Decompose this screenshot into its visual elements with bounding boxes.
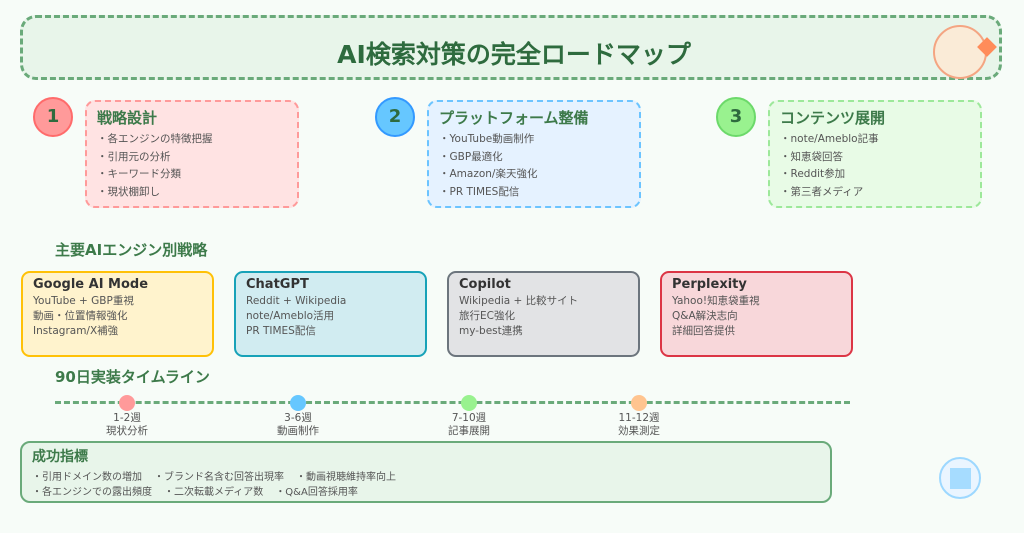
engine-card: ChatGPT Reddit + Wikipedia note/Ameblo活用 PR… [234, 271, 427, 357]
engine-strategy: Reddit + Wikipedia [246, 295, 347, 307]
engine-strategy: Wikipedia + 比較サイト [459, 295, 579, 307]
step-item: ・note/Ameblo記事 [780, 133, 879, 145]
timeline-task: 効果測定 [618, 425, 660, 437]
engine-name: Perplexity [672, 277, 747, 292]
timeline-dot [631, 395, 647, 411]
step-heading: プラットフォーム整備 [439, 109, 589, 127]
step-item: ・知恵袋回答 [780, 150, 843, 163]
success-metrics-box: 成功指標 ・引用ドメイン数の増加・ブランド名含む回答出現率・動画視聴維持率向上 … [20, 441, 832, 503]
step-heading: 戦略設計 [97, 109, 158, 127]
timeline-dot [461, 395, 477, 411]
timeline-weeks: 1-2週 [113, 412, 141, 424]
timeline-label: 3-6週動画制作 [253, 412, 343, 438]
engines-heading: 主要AIエンジン別戦略 [55, 241, 208, 259]
timeline-heading: 90日実装タイムライン [55, 368, 210, 386]
timeline-dot [119, 395, 135, 411]
step-number-badge: 1 [33, 97, 73, 137]
timeline-weeks: 3-6週 [284, 412, 312, 424]
decorative-circle-icon [939, 457, 981, 499]
step-box: 戦略設計・各エンジンの特徴把握・引用元の分析・キーワード分類・現状棚卸し [85, 100, 299, 208]
step-item: ・YouTube動画制作 [439, 133, 535, 145]
step-number-badge: 3 [716, 97, 756, 137]
timeline-label: 11-12週効果測定 [594, 412, 684, 438]
timeline-task: 記事展開 [448, 425, 490, 437]
success-heading: 成功指標 [32, 449, 88, 465]
engine-strategy: 詳細回答提供 [672, 325, 735, 337]
timeline-label: 7-10週記事展開 [424, 412, 514, 438]
step-number-badge: 2 [375, 97, 415, 137]
step-item: ・キーワード分類 [97, 168, 181, 180]
metric: ・引用ドメイン数の増加 [32, 472, 142, 483]
engine-name: Google AI Mode [33, 277, 149, 292]
step-item: ・現状棚卸し [97, 185, 160, 198]
engine-strategy: YouTube + GBP重視 [33, 295, 134, 307]
timeline-dot [290, 395, 306, 411]
engine-name: ChatGPT [246, 277, 309, 292]
timeline-weeks: 11-12週 [618, 412, 660, 424]
step-item: ・引用元の分析 [97, 150, 171, 163]
metric: ・Q&A回答採用率 [275, 487, 358, 498]
step-item: ・PR TIMES配信 [439, 185, 520, 198]
engine-strategy: Instagram/X補強 [33, 325, 119, 337]
metric: ・動画視聴維持率向上 [296, 472, 396, 483]
engine-strategy: Yahoo!知恵袋重視 [672, 295, 760, 307]
engine-strategy: Q&A解決志向 [672, 310, 738, 322]
step-item: ・Amazon/楽天強化 [439, 168, 538, 180]
timeline-label: 1-2週現状分析 [82, 412, 172, 438]
step-box: コンテンツ展開・note/Ameblo記事・知恵袋回答・Reddit参加・第三者… [768, 100, 982, 208]
step-box: プラットフォーム整備・YouTube動画制作・GBP最適化・Amazon/楽天強… [427, 100, 641, 208]
metric: ・ブランド名含む回答出現率 [154, 472, 284, 483]
engine-name: Copilot [459, 277, 511, 292]
page-title: AI検索対策の完全ロードマップ [337, 40, 691, 69]
metrics-row-2: ・各エンジンでの露出頻度 ・二次転載メディア数・Q&A回答採用率 [32, 485, 820, 500]
metrics-row-1: ・引用ドメイン数の増加 ・ブランド名含む回答出現率 ・動画視聴維持率向上 [32, 470, 820, 485]
timeline-task: 動画制作 [277, 425, 319, 437]
step-heading: コンテンツ展開 [780, 109, 886, 127]
decorative-circle-icon [933, 25, 987, 79]
step-item: ・第三者メディア [780, 185, 864, 198]
decorative-square-icon [950, 468, 971, 489]
metric: ・二次転載メディア数 [164, 487, 264, 498]
engine-strategy: 動画・位置情報強化 [33, 310, 128, 322]
timeline-line [55, 401, 850, 404]
step-item: ・Reddit参加 [780, 168, 846, 180]
timeline-task: 現状分析 [106, 425, 148, 437]
title-banner: AI検索対策の完全ロードマップ [20, 15, 1002, 80]
engine-strategy: PR TIMES配信 [246, 325, 316, 337]
metric: ・各エンジンでの露出頻度 [32, 487, 152, 498]
engine-strategy: my-best連携 [459, 325, 523, 337]
engine-strategy: note/Ameblo活用 [246, 310, 335, 322]
step-item: ・GBP最適化 [439, 150, 503, 163]
timeline-weeks: 7-10週 [451, 412, 487, 424]
engine-strategy: 旅行EC強化 [459, 310, 515, 322]
step-item: ・各エンジンの特徴把握 [97, 133, 213, 145]
